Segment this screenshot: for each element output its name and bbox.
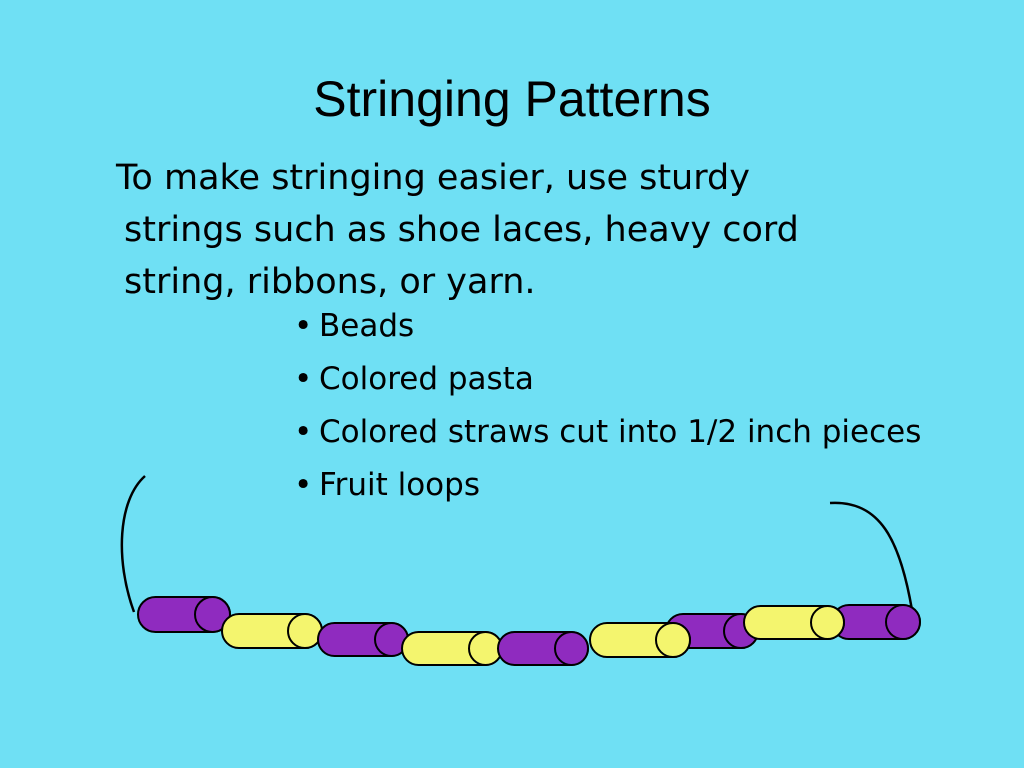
bullet-item: Beads <box>290 305 950 347</box>
purple-straw-piece <box>497 631 589 666</box>
slide-title: Stringing Patterns <box>313 71 711 127</box>
yellow-straw-piece <box>743 605 845 640</box>
intro-paragraph: To make stringing easier, use sturdy str… <box>96 152 956 308</box>
purple-straw-piece <box>317 622 409 657</box>
string-right-end <box>829 501 914 611</box>
string-left-end <box>120 475 146 613</box>
purple-straw-piece <box>137 596 231 633</box>
yellow-straw-piece <box>221 613 323 649</box>
intro-line: string, ribbons, or yarn. <box>124 262 536 302</box>
intro-line: To make stringing easier, use sturdy <box>116 158 750 198</box>
yellow-straw-piece <box>401 631 503 666</box>
bullet-item: Colored straws cut into 1/2 inch pieces <box>290 411 950 453</box>
bullet-list: Beads Colored pasta Colored straws cut i… <box>290 305 950 517</box>
bullet-item: Colored pasta <box>290 358 950 400</box>
yellow-straw-piece <box>589 622 691 658</box>
purple-straw-piece <box>831 604 921 640</box>
bullet-item: Fruit loops <box>290 464 950 506</box>
intro-line: strings such as shoe laces, heavy cord <box>124 210 799 250</box>
